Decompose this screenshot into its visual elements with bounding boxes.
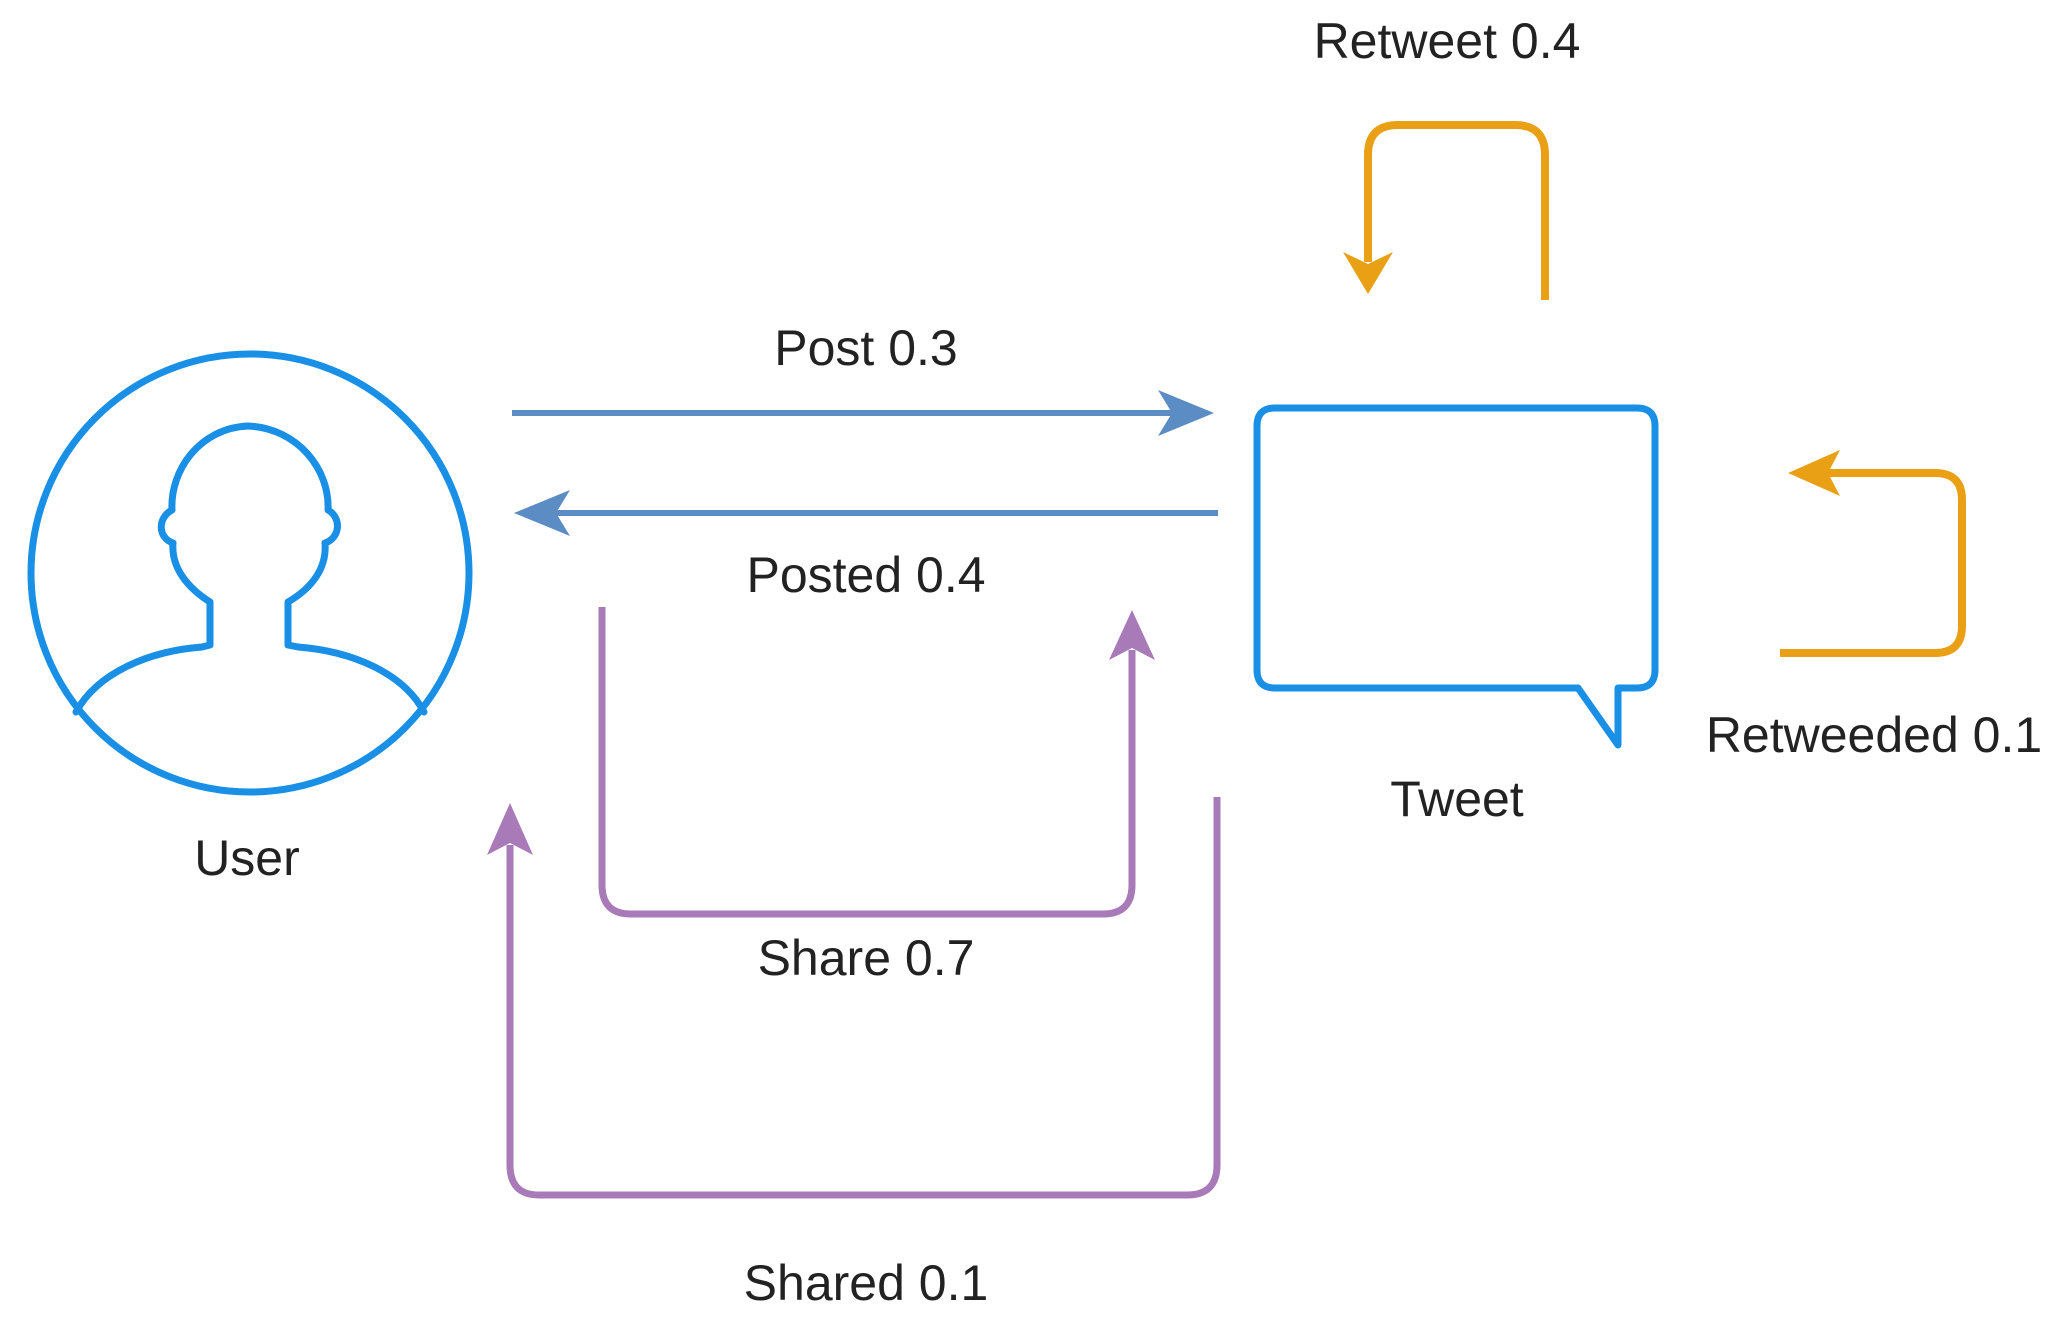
tweet-label: Tweet: [1390, 771, 1524, 827]
shared-edge: [487, 797, 1221, 1199]
posted-arrowhead: [514, 490, 570, 536]
post-label: Post 0.3: [774, 320, 957, 376]
retweeded-label: Retweeded 0.1: [1706, 707, 2042, 763]
user-node-circle: [27, 350, 473, 796]
user-node: [27, 350, 473, 796]
retweeded-arrowhead: [1788, 450, 1840, 496]
retweeded-edge: [1780, 450, 1966, 657]
shared-arrowhead: [487, 803, 533, 855]
retweet-label: Retweet 0.4: [1314, 13, 1581, 69]
shared-label: Shared 0.1: [744, 1255, 989, 1311]
posted-edge: [514, 490, 1218, 536]
user-icon: [72, 422, 428, 716]
user-label: User: [194, 830, 300, 886]
share-arrowhead: [1109, 610, 1155, 660]
share-label: Share 0.7: [758, 930, 975, 986]
retweet-arrowhead: [1343, 252, 1393, 294]
post-edge: [512, 390, 1214, 436]
share-edge: [598, 607, 1155, 918]
tweet-node: [1253, 404, 1659, 749]
post-arrowhead: [1158, 390, 1214, 436]
posted-label: Posted 0.4: [746, 547, 985, 603]
speech-bubble-icon: [1253, 404, 1659, 749]
retweet-edge: [1343, 121, 1549, 300]
